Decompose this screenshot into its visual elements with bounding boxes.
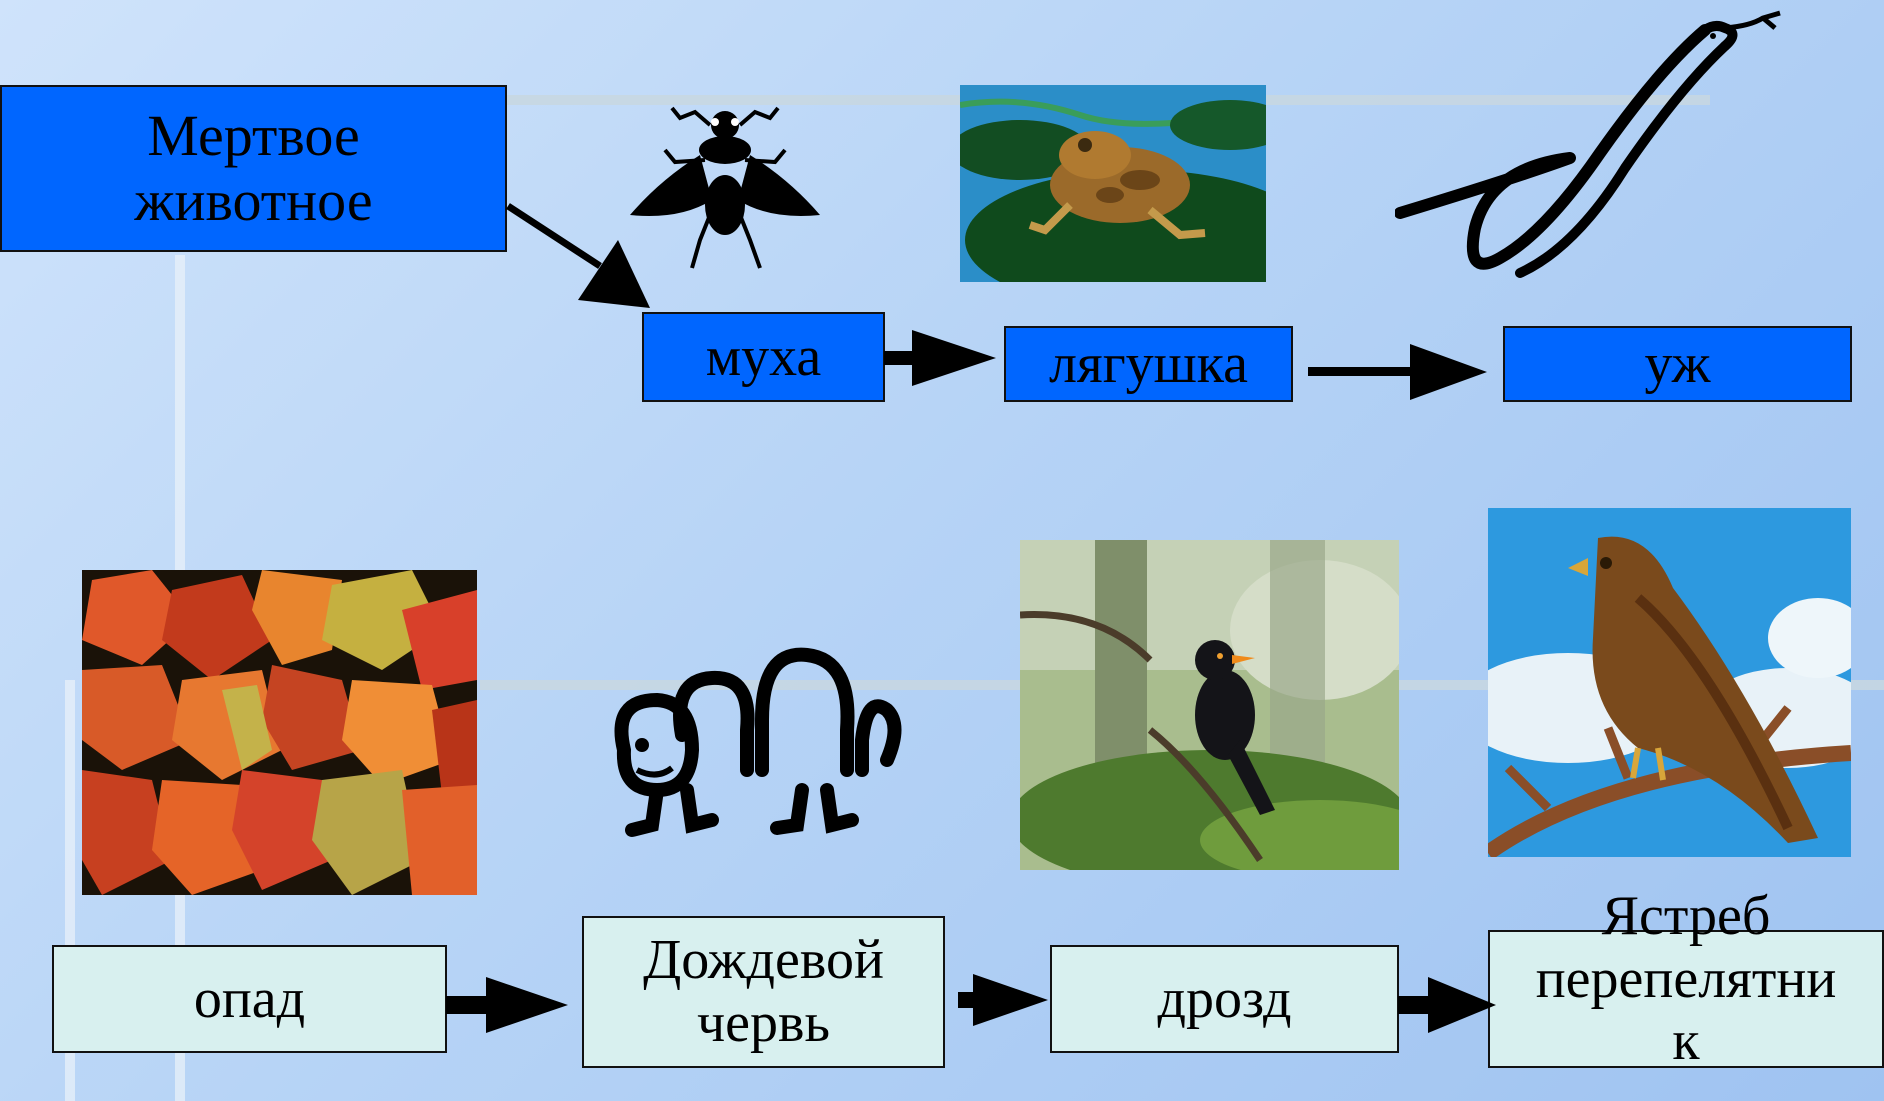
earthworm-box: Дождевой червь [582,916,945,1068]
hawk-label-line2: перепелятни [1535,947,1837,1010]
earthworm-label-line2: червь [697,992,830,1054]
snake-box: уж [1503,326,1852,402]
frog-box: лягушка [1004,326,1293,402]
dead-animal-label-line1: Мертвое [147,102,360,168]
hawk-picture [1488,508,1851,857]
thrush-label: дрозд [1157,967,1292,1030]
dead-animal-box: Мертвое животное [0,85,507,252]
earthworm-label-line1: Дождевой [643,929,884,992]
arrow-thrush-to-hawk [1398,977,1496,1033]
hawk-label-line1: Ястреб [1601,884,1771,947]
autumn-leaves-picture [82,570,477,895]
snake-icon [1395,10,1781,278]
arrow-dead-animal-to-fly [506,203,650,308]
litter-box: опад [52,945,447,1053]
fly-box: муха [642,312,885,402]
arrow-fly-to-frog [884,330,996,386]
dead-animal-label-line2: животное [134,167,373,233]
fly-label: муха [705,325,822,388]
hawk-label-line3: к [1672,1010,1700,1073]
thrush-picture [1020,540,1399,870]
frog-label: лягушка [1048,332,1248,395]
arrow-frog-to-snake [1308,344,1487,400]
hawk-box: Ястреб перепелятни к [1488,885,1884,1072]
litter-label: опад [193,967,306,1030]
snake-label: уж [1644,332,1711,395]
thrush-box: дрозд [1050,945,1399,1053]
worm-icon [614,647,902,837]
arrow-litter-to-earthworm [446,977,568,1033]
arrow-earthworm-to-thrush [958,974,1048,1026]
fly-icon [630,106,820,269]
frog-picture [960,85,1266,282]
background-line-vertical-left [65,680,75,1101]
